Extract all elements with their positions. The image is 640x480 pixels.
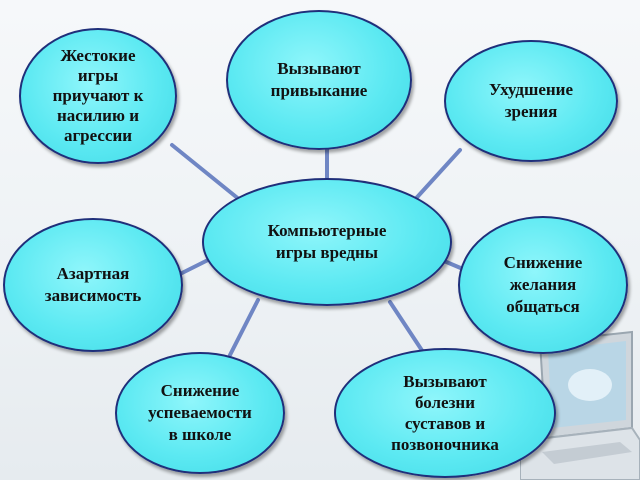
node-habit: Вызывают привыкание <box>226 10 412 150</box>
node-joints-label: Вызывают болезни суставов и позвоночника <box>391 372 499 454</box>
node-vision: Ухудшение зрения <box>444 40 618 162</box>
node-joints: Вызывают болезни суставов и позвоночника <box>334 348 556 478</box>
node-vision-label: Ухудшение зрения <box>489 80 573 121</box>
node-center: Компьютерные игры вредны <box>202 178 452 306</box>
connector-vision <box>408 148 462 207</box>
connector-gambling <box>176 256 214 277</box>
node-gambling: Азартная зависимость <box>3 218 183 352</box>
node-performance: Снижение успеваемости в школе <box>115 352 285 474</box>
node-communication-label: Снижение желания общаться <box>503 253 583 316</box>
node-performance-label: Снижение успеваемости в школе <box>148 381 252 444</box>
node-communication: Снижение желания общаться <box>458 216 628 354</box>
connector-joints <box>388 300 427 357</box>
node-gambling-label: Азартная зависимость <box>44 264 142 305</box>
node-violence: Жестокие игры приучают к насилию и агрес… <box>19 28 177 164</box>
connector-violence <box>170 143 242 202</box>
node-center-label: Компьютерные игры вредны <box>267 221 387 262</box>
laptop-illustration <box>520 330 640 480</box>
connector-performance <box>228 298 260 357</box>
node-habit-label: Вызывают привыкание <box>270 59 368 100</box>
node-violence-label: Жестокие игры приучают к насилию и агрес… <box>52 46 144 145</box>
